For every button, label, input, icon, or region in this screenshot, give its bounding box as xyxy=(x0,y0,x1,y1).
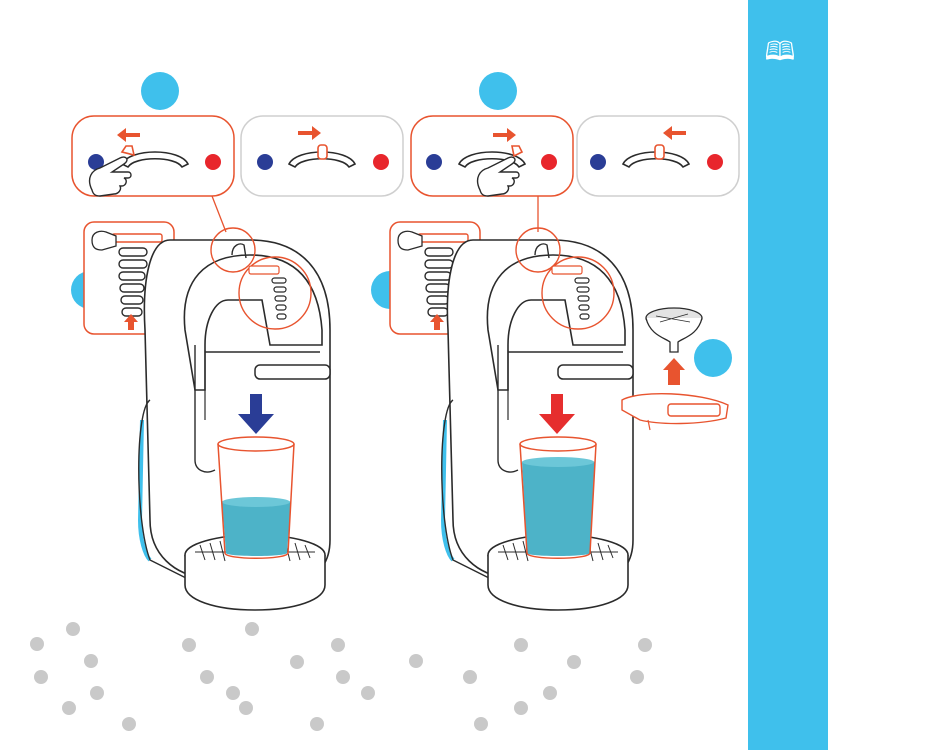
panel-hot xyxy=(371,72,739,610)
decor-dots xyxy=(30,622,652,731)
book-icon: 🕮 xyxy=(760,34,800,70)
step-badge-1-hot xyxy=(479,72,517,110)
step-badge-1 xyxy=(141,72,179,110)
panel-cold xyxy=(71,72,403,610)
water-fill-hot xyxy=(522,459,595,556)
step-badge-3 xyxy=(694,339,732,377)
water-fill xyxy=(222,499,291,556)
side-band xyxy=(748,0,828,750)
hot-dot xyxy=(205,154,221,170)
